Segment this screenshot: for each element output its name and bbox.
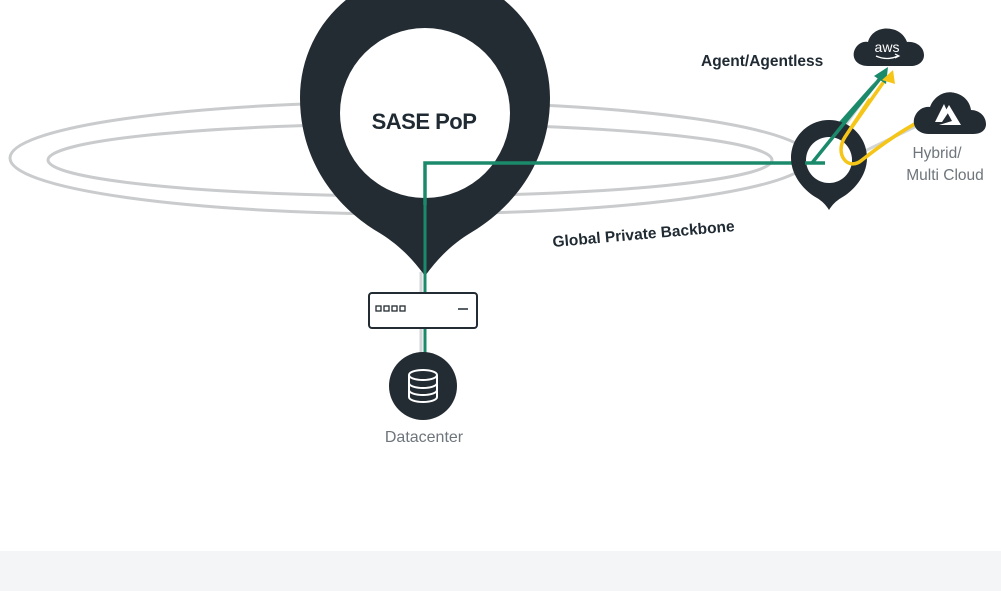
datacenter-label: Datacenter [385, 429, 464, 446]
hybrid-label-line1: Hybrid/ [912, 145, 962, 162]
backbone-label: Global Private Backbone [552, 218, 736, 251]
yellow-arrowhead [882, 70, 895, 84]
network-diagram: SASE PoP Global Private Backbone Datacen… [8, 0, 986, 446]
database-icon [389, 352, 457, 420]
footer-band [0, 551, 1001, 591]
edge-appliance [368, 292, 478, 329]
sase-pop-label: SASE PoP [372, 109, 477, 134]
backbone-route [423, 73, 885, 205]
azure-cloud-icon [913, 92, 986, 134]
agent-label: Agent/Agentless [701, 53, 823, 70]
hybrid-label-line2: Multi Cloud [906, 167, 984, 184]
sase-pop-pin: SASE PoP [300, 0, 550, 276]
aws-label: aws [875, 39, 900, 55]
aws-cloud-icon: aws [853, 28, 924, 66]
